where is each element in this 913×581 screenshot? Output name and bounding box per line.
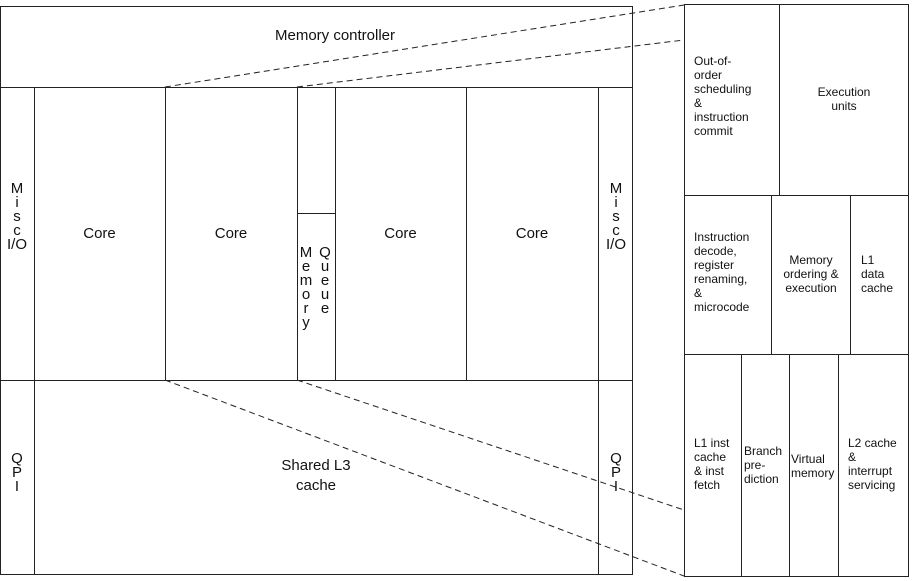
die-outline [0, 6, 633, 575]
l2-cache-interrupt-label: L2 cache & interrupt servicing [848, 436, 897, 492]
memory-controller-label: Memory controller [274, 27, 396, 44]
shared-l3-cache-label: Shared L3 cache [281, 457, 351, 494]
out-of-order-scheduling-label: Out-of- order scheduling & instruction c… [694, 54, 752, 138]
detail-outline [684, 4, 909, 577]
zoom-line-bottom-left [164, 379, 685, 577]
l1-inst-cache-label: L1 inst cache & inst fetch [694, 436, 730, 492]
memory-queue-queue-label: Q u e u e [319, 244, 331, 317]
zoom-line-top-right [296, 39, 685, 88]
branch-prediction-label: Branch pre- diction [744, 444, 783, 486]
l1-data-cache-label: L1 data cache [861, 253, 894, 295]
zoom-line-bottom-right [296, 379, 685, 511]
qpi-right-label: Q P I [610, 450, 622, 495]
misc-io-right-label: M i s c I/O [605, 180, 626, 253]
virtual-memory-label: Virtual memory [791, 452, 835, 480]
misc-io-left-label: M i s c I/O [6, 180, 27, 253]
core-2-label: Core [214, 225, 248, 242]
zoom-line-top-left [164, 4, 685, 88]
memory-ordering-label: Memory ordering & execution [783, 253, 839, 295]
execution-units-label: Execution units [817, 85, 871, 113]
core-4-label: Core [515, 225, 549, 242]
core-1-label: Core [83, 225, 116, 242]
core-3-label: Core [384, 225, 417, 242]
qpi-left-label: Q P I [11, 450, 23, 495]
instruction-decode-label: Instruction decode, register renaming, &… [694, 230, 750, 314]
memory-queue-memory-label: M e m o r y [299, 244, 313, 331]
